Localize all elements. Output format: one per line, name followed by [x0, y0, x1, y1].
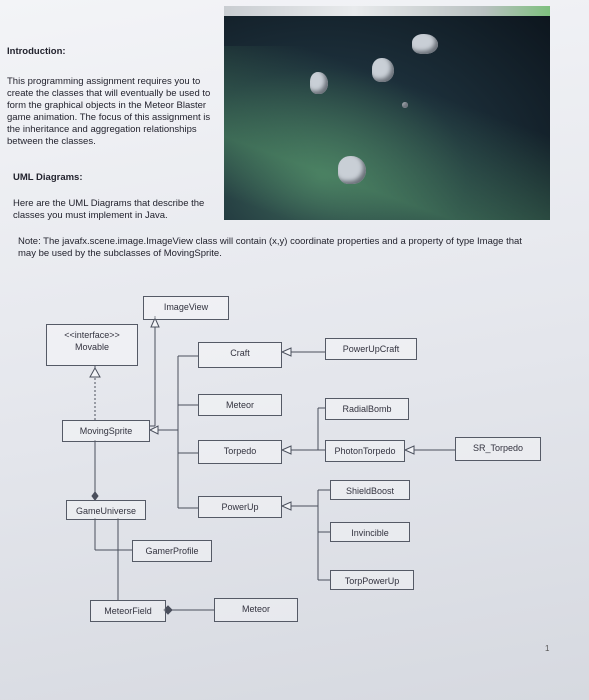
meteor-sprite: [310, 72, 328, 94]
uml-class-movingsprite: MovingSprite: [62, 420, 150, 442]
uml-class-craft: Craft: [198, 342, 282, 368]
uml-interface-movable: <<interface>> Movable: [46, 324, 138, 366]
uml-body: Here are the UML Diagrams that describe …: [13, 198, 205, 221]
movable-name: Movable: [74, 342, 110, 352]
meteor-sprite: [338, 156, 366, 184]
intro-body: This programming assignment requires you…: [7, 76, 211, 147]
game-screenshot: [224, 6, 550, 220]
craft-sprite: [402, 102, 408, 108]
uml-class-torpedo: Torpedo: [198, 440, 282, 464]
game-window-titlebar: [224, 6, 550, 16]
uml-class-meteorfield: MeteorField: [90, 600, 166, 622]
uml-class-gameuniverse: GameUniverse: [66, 500, 146, 520]
uml-class-sr-torpedo: SR_Torpedo: [455, 437, 541, 461]
uml-class-meteor: Meteor: [198, 394, 282, 416]
meteor-sprite: [372, 58, 394, 82]
note-text: Note: The javafx.scene.image.ImageView c…: [18, 236, 522, 259]
uml-class-radialbomb: RadialBomb: [325, 398, 409, 420]
uml-class-invincible: Invincible: [330, 522, 410, 542]
uml-class-meteor-field-member: Meteor: [214, 598, 298, 622]
uml-class-powerup: PowerUp: [198, 496, 282, 518]
uml-class-gamerprofile: GamerProfile: [132, 540, 212, 562]
uml-class-photontorpedo: PhotonTorpedo: [325, 440, 405, 462]
page-number: 1: [545, 644, 550, 653]
meteor-sprite: [412, 34, 438, 54]
uml-heading: UML Diagrams:: [13, 172, 83, 183]
uml-class-torppowerup: TorpPowerUp: [330, 570, 414, 590]
uml-class-shieldboost: ShieldBoost: [330, 480, 410, 500]
intro-heading: Introduction:: [7, 46, 66, 57]
uml-class-powerupcraft: PowerUpCraft: [325, 338, 417, 360]
uml-class-imageview: ImageView: [143, 296, 229, 320]
movable-stereotype: <<interface>>: [64, 330, 120, 340]
